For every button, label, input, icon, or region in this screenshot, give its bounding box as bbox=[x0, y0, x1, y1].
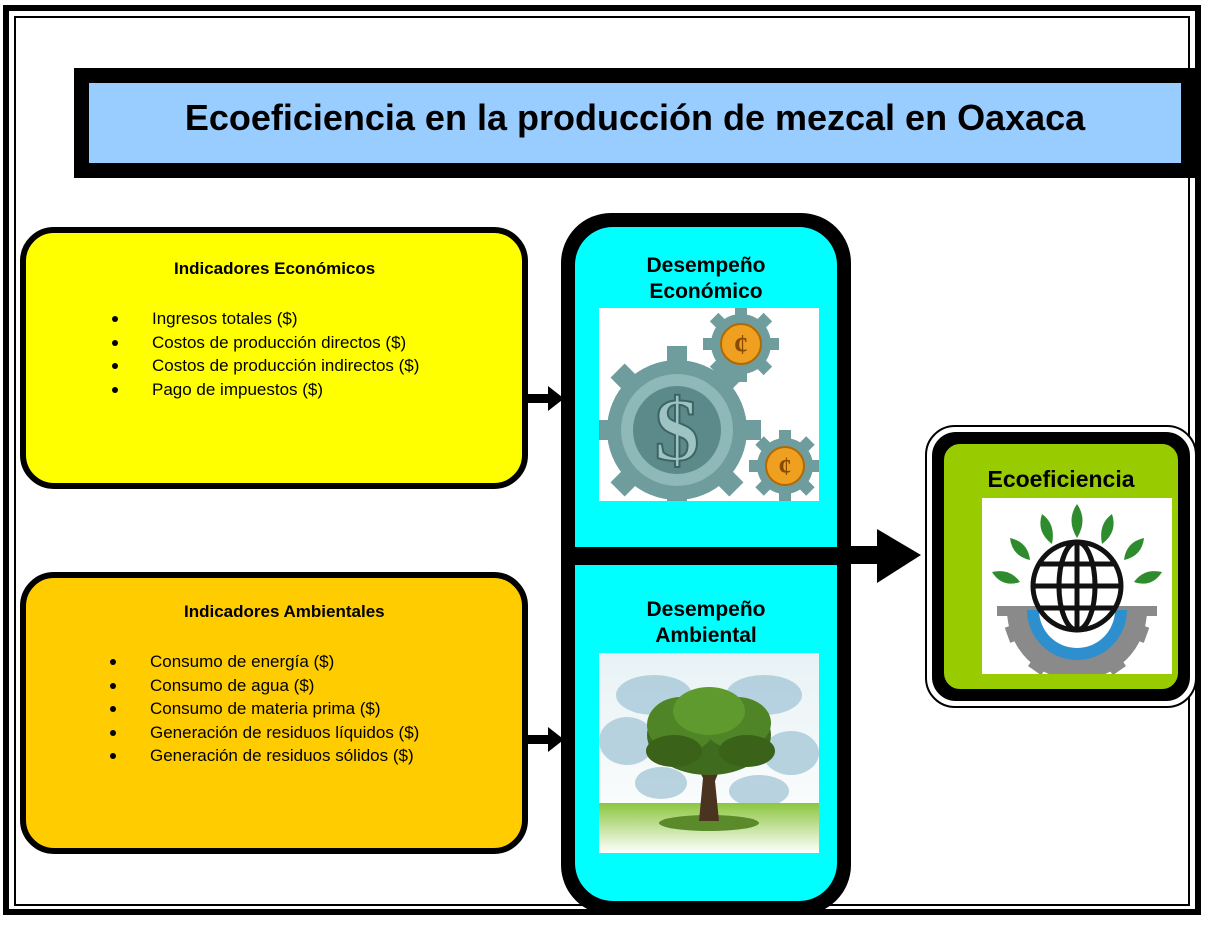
arrow-right-icon bbox=[526, 727, 564, 752]
list-item: Pago de impuestos ($) bbox=[112, 378, 419, 402]
economic-performance-title-line2: Económico bbox=[649, 280, 763, 303]
title-banner-inner: Ecoeficiencia en la producción de mezcal… bbox=[89, 83, 1181, 163]
list-item: Costos de producción indirectos ($) bbox=[112, 354, 419, 378]
ecoeficiencia-panel: Ecoeficiencia bbox=[942, 442, 1180, 691]
ecoeficiencia-border: Ecoeficiencia bbox=[932, 432, 1190, 701]
environmental-performance-title-line1: Desempeño bbox=[646, 598, 766, 621]
economic-performance-title: Desempeño Económico bbox=[575, 253, 837, 305]
gears-money-icon: $ ¢ bbox=[599, 308, 819, 501]
list-item: Consumo de materia prima ($) bbox=[110, 697, 419, 721]
environmental-indicators-heading: Indicadores Ambientales bbox=[184, 602, 385, 621]
economic-indicators-list: Ingresos totales ($) Costos de producció… bbox=[112, 307, 419, 401]
list-item: Consumo de energía ($) bbox=[110, 650, 419, 674]
arrow-right-icon bbox=[849, 529, 921, 583]
environmental-indicators-box: Indicadores Ambientales Consumo de energ… bbox=[20, 572, 528, 854]
economic-performance-panel: Desempeño Económico bbox=[575, 227, 837, 547]
globe-gear-leaves-icon bbox=[982, 498, 1172, 684]
arrow-right-icon bbox=[526, 386, 564, 411]
economic-performance-title-line1: Desempeño bbox=[646, 254, 766, 277]
title-banner: Ecoeficiencia en la producción de mezcal… bbox=[74, 68, 1196, 178]
environmental-performance-title: Desempeño Ambiental bbox=[575, 597, 837, 649]
economic-indicators-heading: Indicadores Económicos bbox=[174, 259, 376, 278]
environmental-indicators-list: Consumo de energía ($) Consumo de agua (… bbox=[110, 650, 419, 768]
list-item: Consumo de agua ($) bbox=[110, 674, 419, 698]
environmental-performance-panel: Desempeño Ambiental bbox=[575, 565, 837, 901]
tree-icon bbox=[599, 653, 819, 853]
list-item: Generación de residuos sólidos ($) bbox=[110, 744, 419, 768]
list-item: Generación de residuos líquidos ($) bbox=[110, 721, 419, 745]
environmental-performance-title-line2: Ambiental bbox=[655, 624, 757, 647]
performance-column: Desempeño Económico bbox=[561, 213, 851, 915]
page-title: Ecoeficiencia en la producción de mezcal… bbox=[184, 97, 1086, 138]
economic-indicators-box: Indicadores Económicos Ingresos totales … bbox=[20, 227, 528, 489]
list-item: Costos de producción directos ($) bbox=[112, 331, 419, 355]
ecoeficiencia-box: Ecoeficiencia bbox=[925, 425, 1197, 708]
list-item: Ingresos totales ($) bbox=[112, 307, 419, 331]
svg-text:¢: ¢ bbox=[734, 330, 748, 361]
svg-text:¢: ¢ bbox=[779, 452, 792, 481]
ecoeficiencia-title: Ecoeficiencia bbox=[987, 466, 1135, 492]
svg-text:$: $ bbox=[655, 381, 700, 480]
